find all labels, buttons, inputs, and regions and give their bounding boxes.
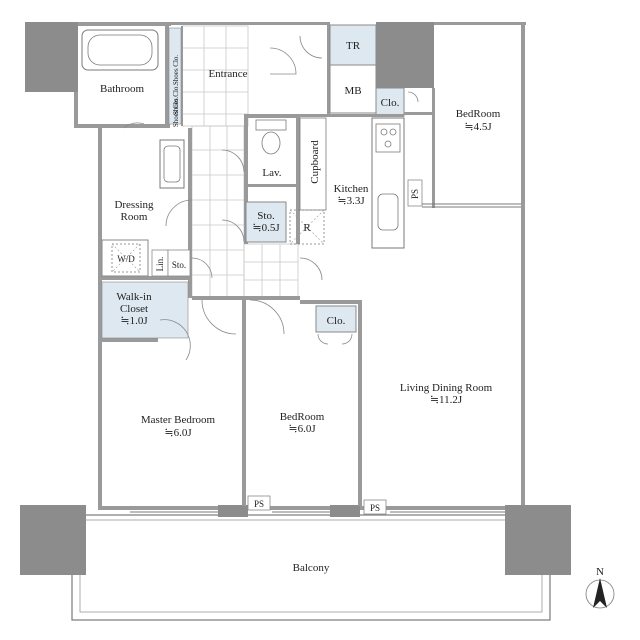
- label-ps-kitchen: PS: [410, 189, 420, 199]
- label-kitchen: Kitchen: [334, 183, 369, 195]
- label-clo-mid: Clo.: [327, 315, 346, 327]
- label-walkin-size: ≒1.0J: [120, 315, 148, 327]
- label-refrigerator: R: [303, 222, 311, 234]
- label-dressing-1: Dressing: [114, 199, 154, 211]
- kitchen-counter: [299, 117, 405, 249]
- label-master-bedroom-size: ≒6.0J: [164, 427, 192, 439]
- label-kitchen-size: ≒3.3J: [337, 195, 365, 207]
- label-lav: Lav.: [262, 167, 281, 179]
- label-north: N: [596, 566, 604, 578]
- interior-walls: [98, 24, 435, 506]
- label-sto: Sto.: [257, 210, 275, 222]
- label-shoes-clo-3: Shoes Clo.: [172, 97, 180, 128]
- label-bedroom-mid-size: ≒6.0J: [288, 423, 316, 435]
- label-cupboard: Cupboard: [309, 140, 321, 184]
- balcony-area: [71, 514, 551, 621]
- stove-icon: [375, 123, 401, 153]
- label-dressing-2: Room: [121, 211, 148, 223]
- label-shoes-clo-1: Shoes Clo.: [172, 55, 180, 86]
- label-entrance: Entrance: [208, 68, 247, 80]
- north-arrow-icon: N: [585, 566, 615, 609]
- structural-columns: [20, 22, 571, 575]
- label-ps-2: PS: [370, 503, 380, 513]
- label-tr: TR: [346, 40, 361, 52]
- label-walkin-1: Walk-in: [116, 291, 152, 303]
- sink-icon: [159, 139, 185, 189]
- bathtub-icon: [81, 29, 159, 71]
- label-lin: Lin.: [155, 257, 165, 272]
- toilet-icon: [255, 119, 287, 155]
- washer-dryer-icon: [111, 243, 141, 273]
- label-living: Living Dining Room: [400, 382, 493, 394]
- label-walkin-2: Closet: [120, 303, 148, 315]
- label-sto-2: Sto.: [172, 260, 186, 270]
- label-bedroom-mid: BedRoom: [280, 411, 325, 423]
- windows: [130, 203, 521, 516]
- label-master-bedroom: Master Bedroom: [141, 414, 216, 426]
- label-balcony: Balcony: [293, 562, 330, 574]
- label-bathroom: Bathroom: [100, 83, 144, 95]
- label-wd: W/D: [117, 254, 135, 264]
- doors: [123, 35, 419, 361]
- label-bedroom-ne: BedRoom: [456, 108, 501, 120]
- label-sto-size: ≒0.5J: [252, 222, 280, 234]
- label-clo-top: Clo.: [381, 97, 400, 109]
- label-living-size: ≒11.2J: [430, 394, 463, 406]
- label-shoes-clo-2: Shoes Clo.: [172, 85, 180, 116]
- label-bedroom-ne-size: ≒4.5J: [464, 121, 492, 133]
- label-mb: MB: [344, 85, 361, 97]
- kitchen-sink-icon: [377, 193, 399, 231]
- entrance-tiles: [181, 25, 299, 299]
- label-ps-1: PS: [254, 499, 264, 509]
